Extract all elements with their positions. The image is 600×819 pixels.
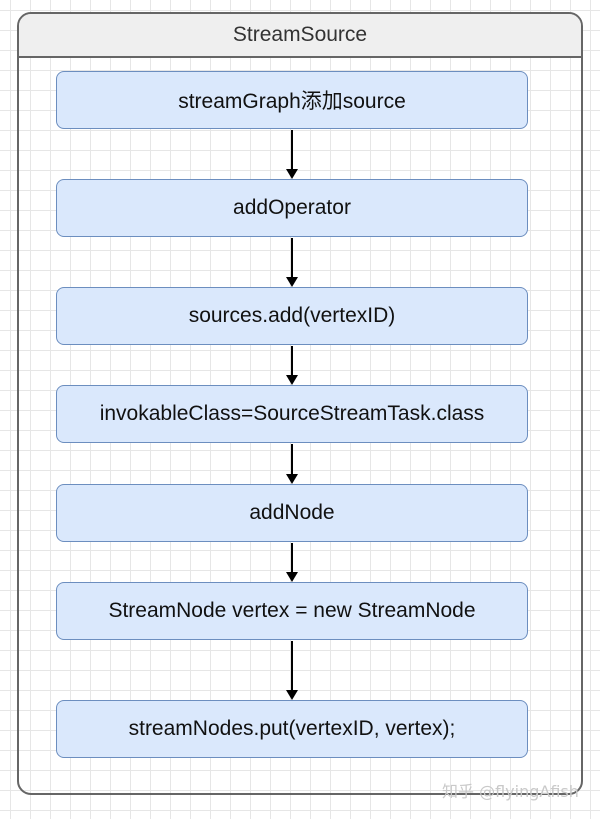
- step-stream-nodes-put[interactable]: streamNodes.put(vertexID, vertex);: [56, 700, 528, 758]
- step-invokable-class[interactable]: invokableClass=SourceStreamTask.class: [56, 385, 528, 443]
- container-title: StreamSource: [19, 14, 581, 58]
- watermark: 知乎 @flyingAfish: [442, 782, 579, 801]
- step-add-node[interactable]: addNode: [56, 484, 528, 542]
- step-new-stream-node[interactable]: StreamNode vertex = new StreamNode: [56, 582, 528, 640]
- step-sources-add[interactable]: sources.add(vertexID): [56, 287, 528, 345]
- step-stream-graph-add-source[interactable]: streamGraph添加source: [56, 71, 528, 129]
- step-add-operator[interactable]: addOperator: [56, 179, 528, 237]
- streamsource-container: StreamSource: [17, 12, 583, 795]
